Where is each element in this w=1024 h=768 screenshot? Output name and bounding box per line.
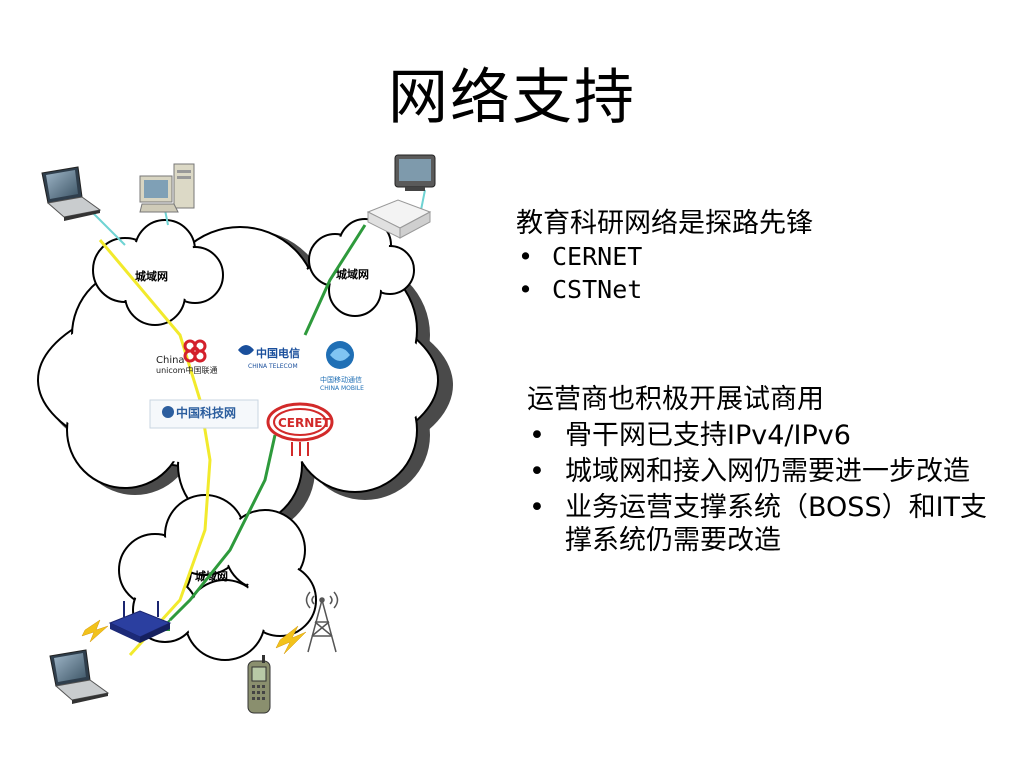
list-item: CERNET — [516, 240, 996, 273]
research-network-list: CERNET CSTNet — [516, 240, 996, 306]
telecom-text-en: CHINA TELECOM — [248, 363, 298, 370]
mobile-phone-icon — [247, 655, 271, 714]
operator-trial-heading: 运营商也积极开展试商用 — [527, 384, 824, 415]
china-mobile-logo: 中国移动通信 CHINA MOBILE — [320, 341, 364, 392]
list-item: 城域网和接入网仍需要进一步改造 — [527, 455, 997, 488]
mobile-text-cn: 中国移动通信 — [320, 375, 362, 384]
desktop-computer-icon — [139, 163, 195, 213]
china-unicom-logo: China unicom中国联通 — [156, 339, 217, 375]
operator-trial-block: 运营商也积极开展试商用 骨干网已支持IPv4/IPv6 城域网和接入网仍需要进一… — [527, 383, 997, 557]
green-link-top — [303, 224, 367, 336]
slide-title: 网络支持 — [388, 63, 636, 133]
china-telecom-logo: 中国电信 CHINA TELECOM — [238, 345, 300, 370]
telecom-text-cn: 中国电信 — [256, 346, 300, 360]
list-item: CSTNet — [516, 273, 996, 306]
research-network-heading: 教育科研网络是探路先锋 — [516, 208, 813, 239]
laptop-bottom-left-icon — [49, 649, 110, 704]
television-icon — [394, 154, 436, 191]
wireless-router-icon — [108, 601, 172, 643]
cstnet-text-cn: 中国科技网 — [176, 405, 236, 420]
unicom-text-line2: unicom中国联通 — [156, 365, 217, 375]
operator-trial-list: 骨干网已支持IPv4/IPv6 城域网和接入网仍需要进一步改造 业务运营支撑系统… — [527, 419, 997, 557]
wireless-signal-icon — [81, 619, 307, 655]
list-item: 业务运营支撑系统（BOSS）和IT支撑系统仍需要改造 — [527, 491, 997, 557]
cstnet-logo: 中国科技网 — [149, 399, 259, 429]
cell-tower-icon — [305, 591, 339, 653]
laptop-top-left-icon — [41, 166, 102, 221]
metro-label-top-left: 城域网 — [135, 269, 168, 283]
set-top-box-icon — [366, 199, 432, 239]
cernet-logo: CERNET — [266, 402, 334, 456]
network-diagram: 城域网 城域网 — [37, 154, 453, 714]
research-network-block: 教育科研网络是探路先锋 CERNET CSTNet — [516, 207, 996, 306]
list-item: 骨干网已支持IPv4/IPv6 — [527, 419, 997, 452]
metro-label-top-right: 城域网 — [336, 267, 369, 281]
cernet-text: CERNET — [278, 416, 331, 430]
metro-label-bottom: 城域网 — [195, 569, 228, 583]
unicom-text-line1: China — [156, 355, 185, 366]
mobile-text-en: CHINA MOBILE — [320, 385, 364, 392]
yellow-link — [98, 239, 212, 657]
green-link-bottom — [168, 434, 277, 622]
